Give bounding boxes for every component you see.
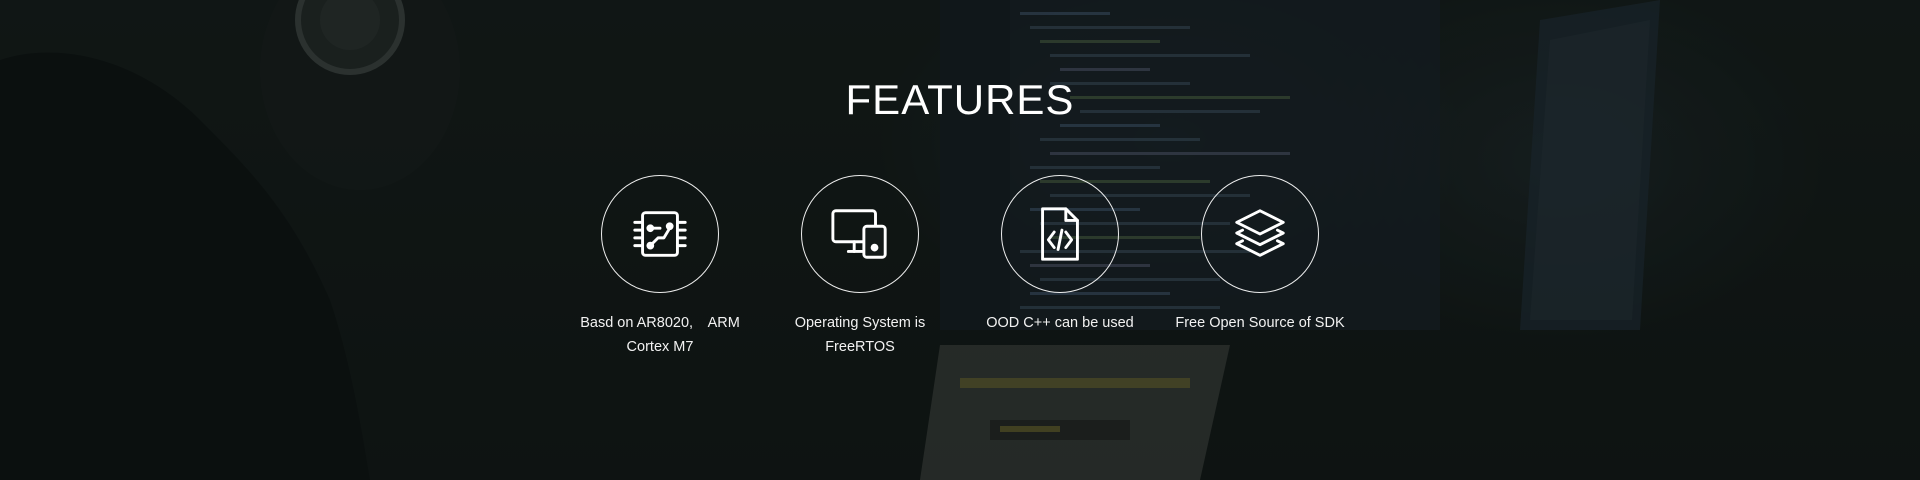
devices-icon (831, 209, 887, 259)
feature-icon-circle (1001, 175, 1119, 293)
feature-icon-circle (1201, 175, 1319, 293)
feature-item-sdk: Free Open Source of SDK (1175, 175, 1345, 335)
feature-caption: OOD C++ can be used (986, 315, 1134, 331)
feature-item-chip: Basd on AR8020, ARM Cortex M7 (575, 175, 745, 359)
code-file-icon (1041, 207, 1079, 261)
feature-icon-circle (601, 175, 719, 293)
section-title: FEATURES (845, 76, 1075, 124)
feature-caption: Free Open Source of SDK (1175, 315, 1345, 331)
layers-icon (1235, 209, 1285, 257)
feature-item-os: Operating System is FreeRTOS (775, 175, 945, 359)
feature-caption: Basd on AR8020, ARM Cortex M7 (580, 315, 740, 355)
feature-list: Basd on AR8020, ARM Cortex M7 Operating … (0, 175, 1920, 375)
feature-item-cpp: OOD C++ can be used (975, 175, 1145, 335)
feature-icon-circle (801, 175, 919, 293)
chip-icon (633, 211, 687, 257)
feature-caption: Operating System is FreeRTOS (794, 315, 926, 355)
